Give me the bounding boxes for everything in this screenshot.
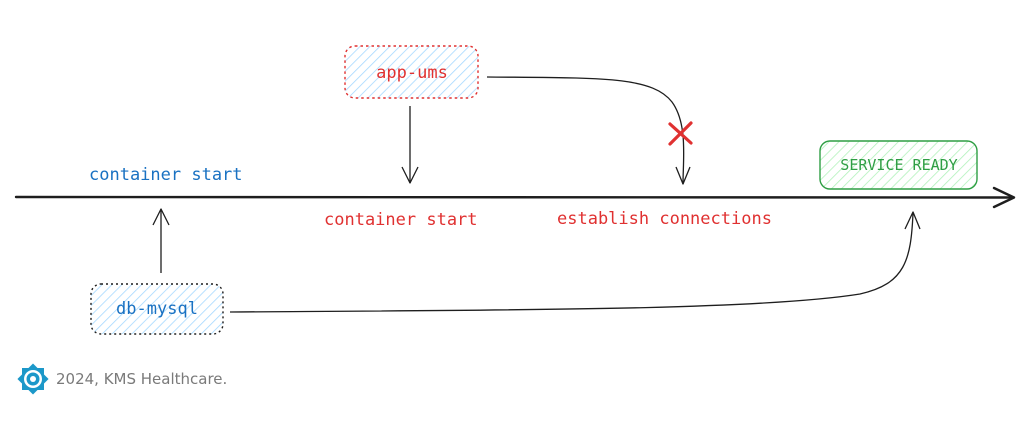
db-mysql-label: db-mysql <box>116 299 198 319</box>
cross-icon <box>668 121 693 146</box>
service-ready-node: SERVICE READY <box>819 140 978 190</box>
kms-logo-icon <box>17 363 49 395</box>
app-ums-label: app-ums <box>376 63 448 83</box>
app-ums-node: app-ums <box>344 45 479 99</box>
service-ready-label: SERVICE READY <box>840 156 957 174</box>
app-ums-start-arrow <box>401 106 419 184</box>
db-mysql-node: db-mysql <box>90 283 224 335</box>
db-container-start-label: container start <box>89 165 243 185</box>
app-container-start-label: container start <box>324 210 478 230</box>
footer-copyright: 2024, KMS Healthcare. <box>56 370 228 388</box>
footer: 2024, KMS Healthcare. <box>16 362 227 396</box>
db-mysql-start-arrow <box>152 208 170 273</box>
timeline-axis <box>14 186 1016 209</box>
app-ums-connection-arrow <box>486 76 691 185</box>
establish-connections-label: establish connections <box>557 209 772 229</box>
db-mysql-ready-arrow <box>229 211 921 313</box>
